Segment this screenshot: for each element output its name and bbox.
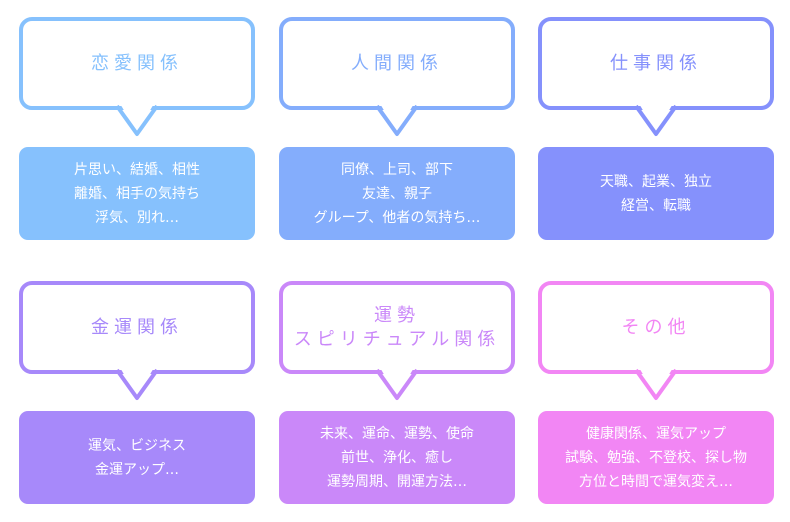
description-line: 健康関係、運気アップ	[586, 425, 726, 442]
description-line: 天職、起業、独立	[600, 173, 712, 190]
speech-bubble: 金運関係	[19, 281, 255, 374]
speech-bubble: 人間関係	[279, 17, 515, 110]
category-description: 未来、運命、運勢、使命前世、浄化、癒し運勢周期、開運方法…	[279, 411, 515, 504]
description-line: グループ、他者の気持ち…	[313, 209, 481, 226]
category-description: 天職、起業、独立経営、転職	[538, 147, 774, 240]
category-description: 健康関係、運気アップ試験、勉強、不登校、探し物方位と時間で運気変え…	[538, 411, 774, 504]
description-line: 浮気、別れ…	[95, 209, 179, 226]
bubble-tail-icon	[375, 366, 419, 400]
description-line: 前世、浄化、癒し	[341, 449, 453, 466]
bubble-tail-icon	[375, 102, 419, 136]
description-line: 金運アップ…	[95, 461, 179, 478]
description-line: 方位と時間で運気変え…	[579, 473, 733, 490]
speech-bubble: 恋愛関係	[19, 17, 255, 110]
description-line: 運気、ビジネス	[88, 437, 186, 454]
description-line: 未来、運命、運勢、使命	[320, 425, 474, 442]
description-line: 経営、転職	[621, 197, 691, 214]
bubble-tail-icon	[115, 366, 159, 400]
bubble-tail-icon	[634, 102, 678, 136]
description-line: 試験、勉強、不登校、探し物	[565, 449, 747, 466]
category-description: 運気、ビジネス金運アップ…	[19, 411, 255, 504]
category-title: 金運関係	[91, 316, 183, 338]
category-description: 片思い、結婚、相性離婚、相手の気持ち浮気、別れ…	[19, 147, 255, 240]
description-line: 離婚、相手の気持ち	[74, 185, 200, 202]
description-line: 友達、親子	[362, 185, 432, 202]
description-line: 運勢周期、開運方法…	[327, 473, 467, 490]
bubble-tail-icon	[634, 366, 678, 400]
category-title: 人間関係	[351, 52, 443, 74]
category-title: 恋愛関係	[91, 52, 183, 74]
description-line: 片思い、結婚、相性	[74, 161, 200, 178]
category-title: 運勢 スピリチュアル関係	[293, 304, 501, 350]
category-description: 同僚、上司、部下友達、親子グループ、他者の気持ち…	[279, 147, 515, 240]
speech-bubble: 仕事関係	[538, 17, 774, 110]
description-line: 同僚、上司、部下	[341, 161, 453, 178]
speech-bubble: 運勢 スピリチュアル関係	[279, 281, 515, 374]
speech-bubble: その他	[538, 281, 774, 374]
bubble-tail-icon	[115, 102, 159, 136]
category-title: 仕事関係	[610, 52, 702, 74]
category-title: その他	[621, 316, 691, 338]
